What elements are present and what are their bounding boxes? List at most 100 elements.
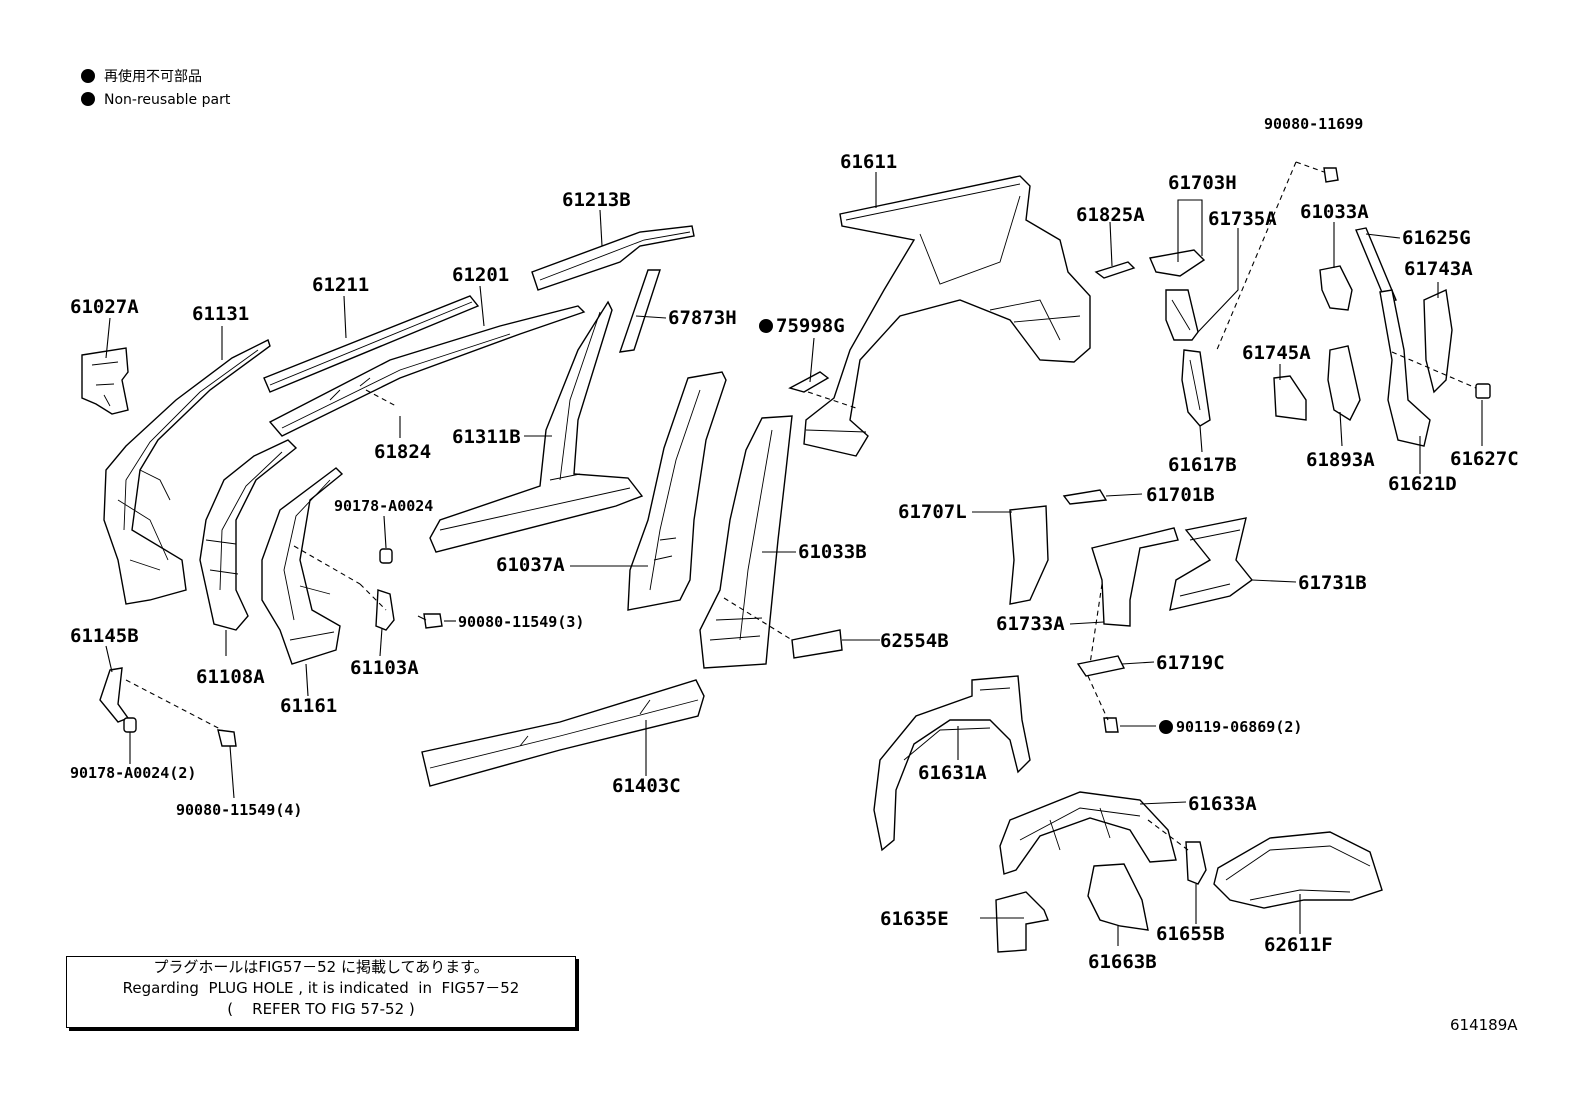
label-61743A: 61743A	[1404, 258, 1473, 280]
part-61825A[interactable]	[1094, 261, 1136, 279]
label-75998G: 75998G	[776, 315, 845, 337]
label-61703H: 61703H	[1168, 172, 1237, 194]
label-90080-11549-4: 90080-11549(4)	[176, 801, 302, 819]
part-61213B[interactable]	[531, 225, 695, 291]
note-line-en: Regarding PLUG HOLE , it is indicated in…	[122, 979, 520, 997]
label-61635E: 61635E	[880, 908, 949, 930]
part-61103A[interactable]	[375, 589, 395, 631]
part-61108A[interactable]	[199, 439, 298, 631]
part-75998G[interactable]	[788, 371, 830, 393]
bolt-90080-11549-4[interactable]	[217, 729, 237, 747]
part-62611F[interactable]	[1213, 831, 1383, 909]
legend-en: Non-reusable part	[104, 92, 231, 108]
part-61707L[interactable]	[1009, 505, 1049, 605]
nut-90178-A0024[interactable]	[379, 548, 393, 564]
non-reusable-dot-icon	[759, 319, 773, 333]
label-61103A: 61103A	[350, 657, 419, 679]
label-62554B: 62554B	[880, 630, 949, 652]
leader-lines	[105, 172, 1483, 946]
part-61033A[interactable]	[1319, 265, 1353, 311]
label-67873H: 67873H	[668, 307, 737, 329]
label-61621D: 61621D	[1388, 473, 1457, 495]
part-61719C[interactable]	[1076, 655, 1126, 677]
label-61211: 61211	[312, 274, 369, 296]
label-61707L: 61707L	[898, 501, 967, 523]
part-labels: 61027A 61131 61211 61201 61213B 67873H 7…	[70, 115, 1519, 973]
label-90119-06869: 90119-06869(2)	[1176, 718, 1302, 736]
label-61631A: 61631A	[918, 762, 987, 784]
legend: 再使用不可部品 Non-reusable part	[81, 68, 231, 108]
part-62554B[interactable]	[791, 629, 843, 659]
label-61825A: 61825A	[1076, 204, 1145, 226]
bolt-90080-11549-3[interactable]	[417, 613, 443, 629]
part-61211[interactable]	[263, 295, 480, 393]
label-61731B: 61731B	[1298, 572, 1367, 594]
figure-code: 614189A	[1450, 1016, 1518, 1034]
part-67873H[interactable]	[618, 269, 661, 353]
label-61033A: 61033A	[1300, 201, 1369, 223]
part-61037A[interactable]	[627, 371, 727, 611]
label-61311B: 61311B	[452, 426, 521, 448]
label-61733A: 61733A	[996, 613, 1065, 635]
label-61735A: 61735A	[1208, 208, 1277, 230]
part-61735A[interactable]	[1165, 289, 1199, 341]
label-61655B: 61655B	[1156, 923, 1225, 945]
bolt-90080-11699[interactable]	[1323, 167, 1339, 183]
label-61108A: 61108A	[196, 666, 265, 688]
part-61311B[interactable]	[429, 300, 644, 553]
part-61733A[interactable]	[1091, 527, 1179, 627]
part-61633A[interactable]	[999, 791, 1177, 875]
part-61731B[interactable]	[1169, 517, 1254, 611]
part-61635E[interactable]	[995, 891, 1049, 953]
part-drawings	[81, 167, 1491, 953]
part-61745A[interactable]	[1273, 375, 1307, 421]
label-61037A: 61037A	[496, 554, 565, 576]
legend-ja: 再使用不可部品	[104, 68, 202, 85]
label-61611: 61611	[840, 151, 897, 173]
part-61403C[interactable]	[421, 679, 705, 787]
label-61893A: 61893A	[1306, 449, 1375, 471]
part-61145B[interactable]	[99, 667, 130, 723]
part-61701B[interactable]	[1062, 489, 1108, 505]
part-61703H[interactable]	[1149, 249, 1206, 277]
part-61611[interactable]	[803, 175, 1091, 457]
part-61743A[interactable]	[1423, 288, 1453, 394]
assembly-lines	[125, 161, 1477, 851]
part-61201[interactable]	[268, 305, 586, 437]
label-61027A: 61027A	[70, 296, 139, 318]
label-61213B: 61213B	[562, 189, 631, 211]
part-61161[interactable]	[261, 467, 344, 665]
part-61663B[interactable]	[1087, 863, 1149, 931]
part-61027A[interactable]	[81, 347, 129, 415]
label-61617B: 61617B	[1168, 454, 1237, 476]
part-61131[interactable]	[103, 339, 271, 605]
part-61621D[interactable]	[1379, 289, 1431, 447]
bolt-90119-06869[interactable]	[1103, 717, 1119, 733]
non-reusable-dot-icon	[81, 92, 95, 106]
part-61655B[interactable]	[1185, 841, 1207, 885]
plug-hole-note: プラグホールはFIG57－52 に掲載してあります。 Regarding PLU…	[66, 956, 576, 1028]
label-90080-11549-3: 90080-11549(3)	[458, 613, 584, 631]
part-61631A[interactable]	[873, 675, 1031, 852]
non-reusable-dot-icon	[1159, 720, 1173, 734]
label-61161: 61161	[280, 695, 337, 717]
note-line-refer: ( REFER TO FIG 57-52 )	[227, 1000, 415, 1018]
part-61627C[interactable]	[1475, 383, 1491, 399]
label-61033B: 61033B	[798, 541, 867, 563]
label-61633A: 61633A	[1188, 793, 1257, 815]
label-90080-11699: 90080-11699	[1264, 115, 1363, 133]
label-90178-A0024: 90178-A0024	[334, 497, 433, 515]
label-61701B: 61701B	[1146, 484, 1215, 506]
label-90178-A0024-2: 90178-A0024(2)	[70, 764, 196, 782]
part-61625G[interactable]	[1355, 227, 1397, 303]
label-61145B: 61145B	[70, 625, 139, 647]
note-line-ja: プラグホールはFIG57－52 に掲載してあります。	[153, 958, 489, 976]
part-61033B[interactable]	[699, 415, 793, 669]
nut-90178-A0024-2[interactable]	[123, 717, 137, 733]
part-61893A[interactable]	[1327, 345, 1361, 422]
label-61403C: 61403C	[612, 775, 681, 797]
label-61663B: 61663B	[1088, 951, 1157, 973]
label-61627C: 61627C	[1450, 448, 1519, 470]
label-61719C: 61719C	[1156, 652, 1225, 674]
